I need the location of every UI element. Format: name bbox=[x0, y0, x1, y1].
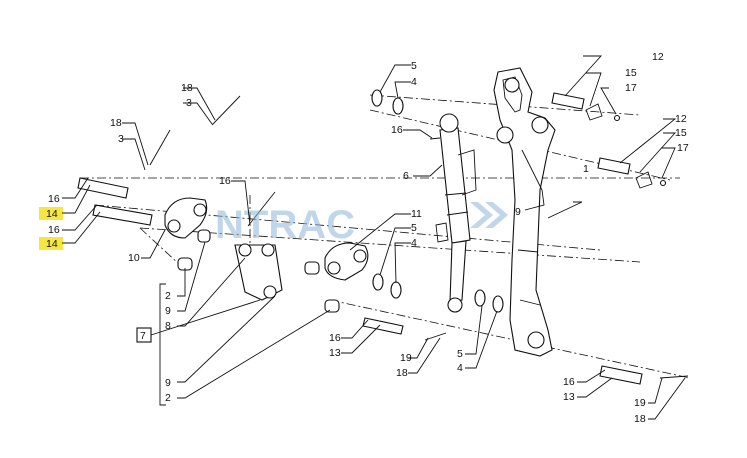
leader-lines bbox=[62, 55, 686, 420]
callout-6: 6 bbox=[403, 170, 409, 182]
highlight-box-14b bbox=[39, 237, 63, 250]
callout-14a: 14 bbox=[46, 208, 58, 220]
callout-13a: 13 bbox=[329, 347, 341, 359]
callout-17a: 17 bbox=[625, 82, 637, 94]
callout-17b: 17 bbox=[677, 142, 689, 154]
callout-18b: 18 bbox=[110, 117, 122, 129]
callout-11: 11 bbox=[411, 208, 422, 220]
callout-18a: 18 bbox=[181, 82, 193, 94]
boom-arm: 9 bbox=[493, 67, 556, 357]
callout-5a: 5 bbox=[411, 60, 417, 72]
callout-9b: 9 bbox=[165, 377, 171, 389]
callout-16b: 16 bbox=[48, 224, 60, 236]
callout-12b: 12 bbox=[675, 113, 687, 125]
hydraulic-cylinder bbox=[435, 113, 477, 313]
watermark-text: NTRAC bbox=[215, 203, 355, 247]
callout-18d: 18 bbox=[634, 413, 646, 425]
callout-9a: 9 bbox=[165, 305, 171, 317]
callout-14b: 14 bbox=[46, 238, 58, 250]
callout-2a: 2 bbox=[165, 290, 171, 302]
callout-16e: 16 bbox=[329, 332, 341, 344]
axis-lines bbox=[80, 94, 691, 379]
pins bbox=[77, 92, 643, 385]
callout-1: 1 bbox=[583, 163, 589, 175]
callout-7: 7 bbox=[140, 330, 146, 342]
callout-labels: 1 2 2 3 3 4 4 4 5 5 5 6 7 8 9 9 10 11 12… bbox=[46, 51, 689, 425]
callout-5c: 5 bbox=[457, 348, 463, 360]
callout-4b: 4 bbox=[411, 237, 417, 249]
callout-13b: 13 bbox=[563, 391, 575, 403]
callout-4a: 4 bbox=[411, 76, 417, 88]
callout-3b: 3 bbox=[118, 133, 124, 145]
callout-5b: 5 bbox=[411, 222, 417, 234]
watermark-chevrons-icon bbox=[470, 202, 508, 228]
callout-16f: 16 bbox=[563, 376, 575, 388]
callout-16a: 16 bbox=[48, 193, 60, 205]
washers bbox=[371, 89, 504, 313]
callout-19b: 19 bbox=[634, 397, 646, 409]
callout-15a: 15 bbox=[625, 67, 637, 79]
callout-3a: 3 bbox=[186, 97, 192, 109]
callout-10: 10 bbox=[128, 252, 140, 264]
link-parts bbox=[164, 197, 369, 301]
callout-2b: 2 bbox=[165, 392, 171, 404]
group-bracket bbox=[136, 283, 166, 406]
callout-18c: 18 bbox=[396, 367, 408, 379]
bushings bbox=[177, 229, 340, 313]
callout-19a: 19 bbox=[400, 352, 412, 364]
bolts bbox=[149, 95, 689, 379]
callout-12a: 12 bbox=[652, 51, 664, 63]
svg-text:9: 9 bbox=[515, 206, 521, 218]
callout-4c: 4 bbox=[457, 362, 463, 374]
callout-8: 8 bbox=[165, 320, 171, 332]
highlight-box-14a bbox=[39, 207, 63, 220]
callout-16d: 16 bbox=[391, 124, 403, 136]
callout-15b: 15 bbox=[675, 127, 687, 139]
callout-16c: 16 bbox=[219, 175, 231, 187]
